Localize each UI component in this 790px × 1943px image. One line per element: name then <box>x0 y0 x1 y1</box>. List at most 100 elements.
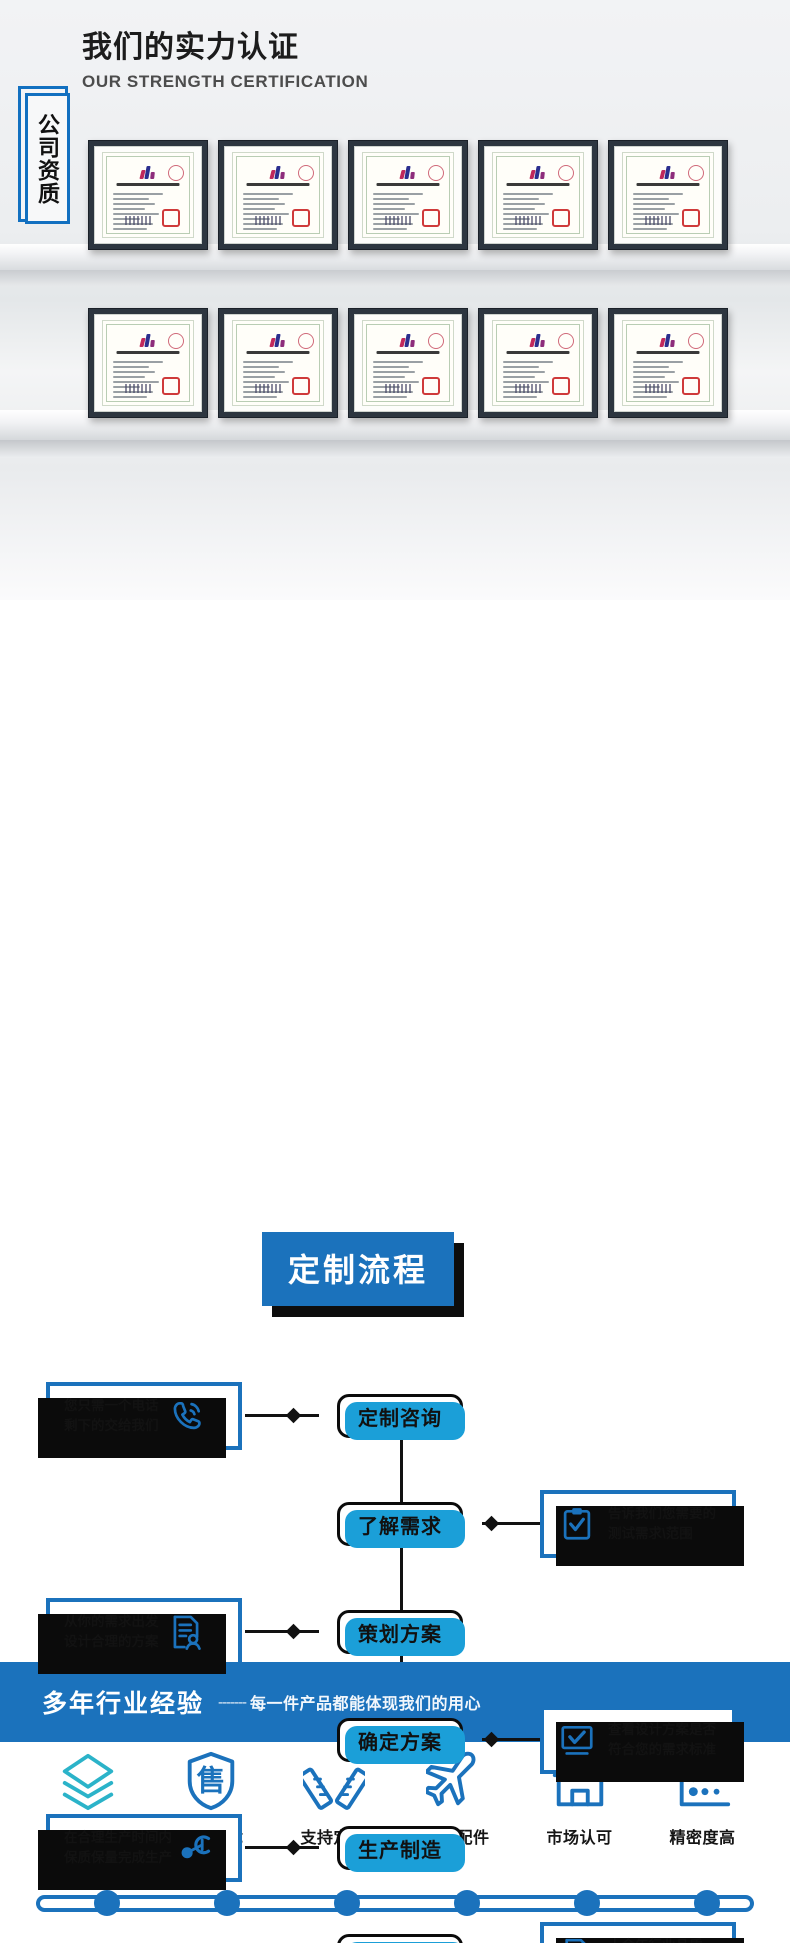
patent-logo-icon <box>139 166 156 179</box>
certificate-seal-icon <box>428 165 444 181</box>
flow-connector-4 <box>482 1738 554 1741</box>
certificate-red-stamp-icon <box>422 209 440 227</box>
certificate-signature <box>515 216 541 225</box>
flow-step-label-4: 确定方案 <box>358 1731 442 1754</box>
flow-note-text-4: 查看设计方案是否 符合您的需求标准 <box>608 1722 716 1757</box>
flow-note-text-3: 从你的需求出发 设计合理的方案 <box>64 1614 159 1649</box>
certificate-red-stamp-icon <box>552 209 570 227</box>
layers-icon <box>57 1750 119 1812</box>
certificate-signature <box>385 384 411 393</box>
features-progress-track <box>36 1890 754 1916</box>
patent-logo-icon <box>659 166 676 179</box>
flow-connector-3 <box>245 1630 319 1633</box>
features-banner-dash: ------- <box>218 1693 247 1711</box>
clipboard-check-icon <box>558 1505 596 1543</box>
patent-logo-icon <box>659 334 676 347</box>
flow-connector-5 <box>245 1846 319 1849</box>
certificate-seal-icon <box>558 333 574 349</box>
flow-note-card-2: 告诉我们您需要的 测试需求\范围 <box>540 1490 744 1566</box>
certificate-title-bar <box>636 183 700 186</box>
features-track-dot <box>694 1890 720 1916</box>
flow-note-card-5: 在合理生产时间内 保质保量完成生产 <box>38 1814 242 1890</box>
flow-title-text: 定制流程 <box>288 1252 429 1288</box>
features-track-dot <box>214 1890 240 1916</box>
certificate-title-bar <box>506 351 570 354</box>
certificate-signature <box>645 216 671 225</box>
flow-note-card-4: 查看设计方案是否 符合您的需求标准 <box>540 1706 744 1782</box>
certificate-frame[interactable] <box>608 308 728 418</box>
certificate-seal-icon <box>298 165 314 181</box>
svg-text:售: 售 <box>196 1765 225 1798</box>
flow-note-text-5: 在合理生产时间内 保质保量完成生产 <box>64 1830 172 1865</box>
certificate-seal-icon <box>558 165 574 181</box>
company-qualification-badge-label: 公司资质 <box>35 112 61 205</box>
flow-step-pill-5[interactable]: 生产制造 <box>337 1826 465 1872</box>
certificate-frame[interactable] <box>88 140 208 250</box>
flow-step-label-1: 定制咨询 <box>358 1407 442 1430</box>
certificate-frame[interactable] <box>218 308 338 418</box>
features-track-bar <box>36 1895 754 1912</box>
certificate-red-stamp-icon <box>682 377 700 395</box>
certificate-title-bar <box>506 183 570 186</box>
flow-note-card-3: 从你的需求出发 设计合理的方案 <box>38 1598 242 1674</box>
certificate-seal-icon <box>168 165 184 181</box>
certificate-seal-icon <box>298 333 314 349</box>
patent-logo-icon <box>529 166 546 179</box>
certification-heading: 我们的实力认证 OUR STRENGTH CERTIFICATION <box>82 28 368 94</box>
phone-call-icon <box>167 1397 205 1435</box>
certificate-frame[interactable] <box>218 140 338 250</box>
certificate-title-bar <box>376 351 440 354</box>
certificate-row-bottom <box>88 308 728 418</box>
feature-label-precision: 精密度高 <box>669 1830 736 1847</box>
flow-connector-1 <box>245 1414 319 1417</box>
features-track-dot <box>454 1890 480 1916</box>
certificate-frame[interactable] <box>348 140 468 250</box>
certificate-title-bar <box>116 351 180 354</box>
robot-arm-icon <box>180 1829 218 1867</box>
flow-step-pill-6[interactable]: 检验成品 <box>337 1934 465 1943</box>
certificate-red-stamp-icon <box>162 209 180 227</box>
flow-step-pill-2[interactable]: 了解需求 <box>337 1502 465 1548</box>
flow-step-pill-1[interactable]: 定制咨询 <box>337 1394 465 1440</box>
certificate-red-stamp-icon <box>292 377 310 395</box>
document-user-icon <box>167 1613 205 1651</box>
certificate-signature <box>385 216 411 225</box>
patent-logo-icon <box>529 334 546 347</box>
shield-sale-icon: 售 <box>180 1750 242 1812</box>
certificate-signature <box>255 216 281 225</box>
certificate-red-stamp-icon <box>552 377 570 395</box>
certificate-frame[interactable] <box>88 308 208 418</box>
certification-section: 我们的实力认证 OUR STRENGTH CERTIFICATION 公司资质 <box>0 0 790 600</box>
certificate-frame[interactable] <box>608 140 728 250</box>
certificate-title-bar <box>636 351 700 354</box>
features-track-dot <box>94 1890 120 1916</box>
flow-note-text-1: 您只需一个电话 剩下的交给我们 <box>64 1398 159 1433</box>
certificate-signature <box>255 384 281 393</box>
custom-flow-section: 定制流程 定制咨询 您只需一个电话 剩下的交给我们 了解需求 <box>0 600 790 1943</box>
certificate-title-bar <box>116 183 180 186</box>
flow-step-pill-4[interactable]: 确定方案 <box>337 1718 465 1764</box>
flow-connector-2 <box>482 1522 554 1525</box>
flow-connector-diamond-1 <box>285 1407 302 1424</box>
patent-logo-icon <box>139 334 156 347</box>
features-track-dot <box>574 1890 600 1916</box>
monitor-check-icon <box>558 1721 596 1759</box>
certificate-signature <box>515 384 541 393</box>
flow-note-card-1: 您只需一个电话 剩下的交给我们 <box>38 1382 242 1458</box>
flow-note-card-6: 十余年行业品质 工程师专业检测 <box>540 1922 744 1943</box>
flow-step-pill-3[interactable]: 策划方案 <box>337 1610 465 1656</box>
certificate-frame[interactable] <box>478 140 598 250</box>
certificate-signature <box>125 384 151 393</box>
certificate-frame[interactable] <box>478 308 598 418</box>
document-search-icon <box>558 1937 596 1943</box>
certificate-seal-icon <box>428 333 444 349</box>
certificate-signature <box>125 216 151 225</box>
certificate-frame[interactable] <box>348 308 468 418</box>
features-section: 多年行业经验 ------- 每一件产品都能体现我们的用心 规格丰富 <box>0 1662 790 1943</box>
airplane-icon <box>425 1750 488 1812</box>
certificate-title-bar <box>246 183 310 186</box>
flow-note-text-2: 告诉我们您需要的 测试需求\范围 <box>608 1506 716 1541</box>
patent-logo-icon <box>399 334 416 347</box>
certificate-red-stamp-icon <box>422 377 440 395</box>
